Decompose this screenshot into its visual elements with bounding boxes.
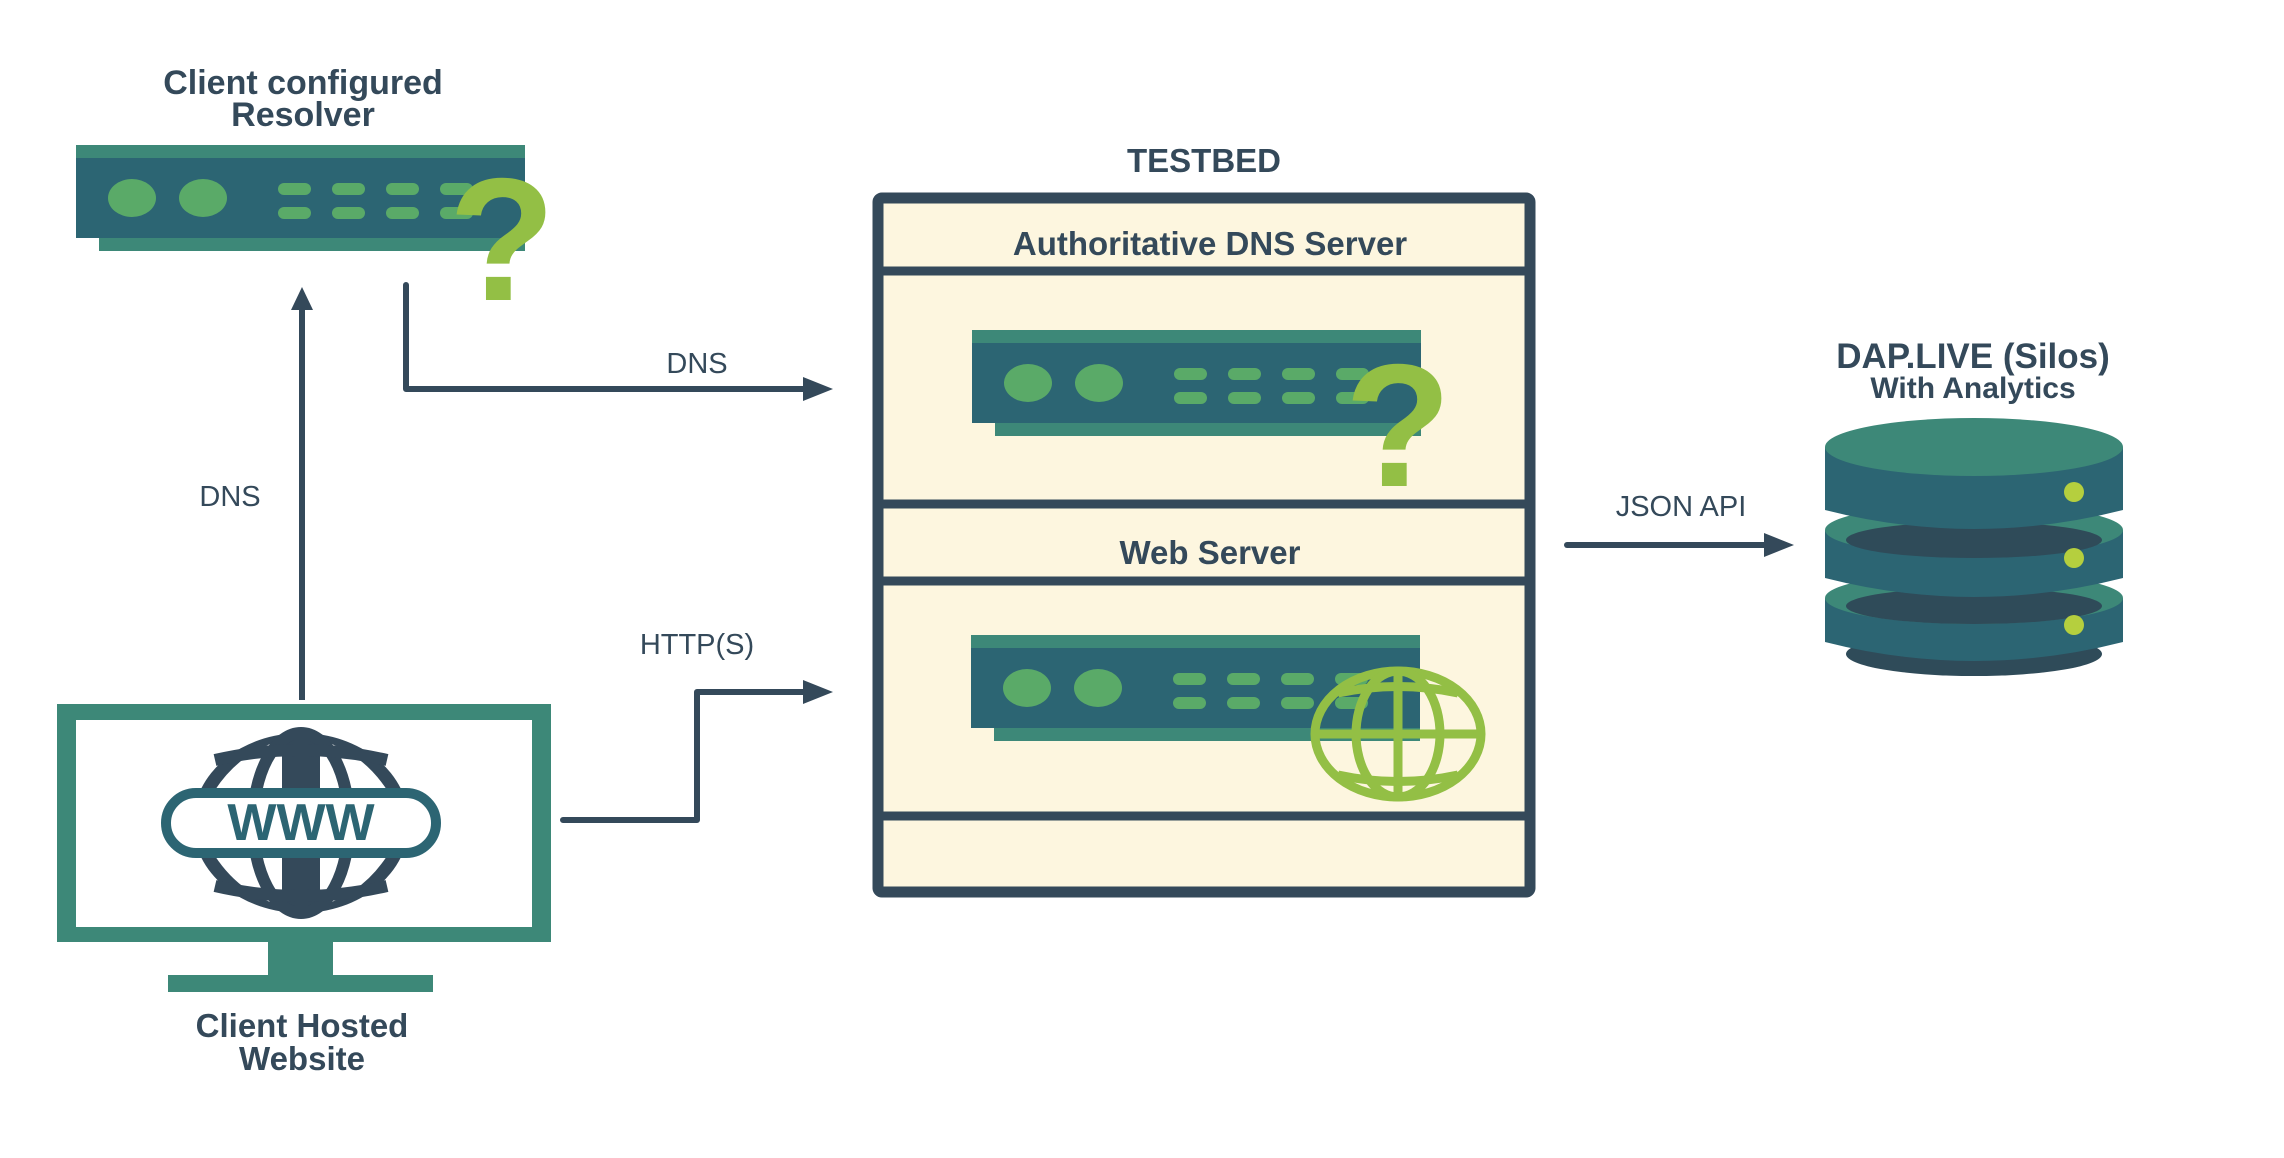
database-icon bbox=[1825, 418, 2123, 676]
connector-label-dns-left: DNS bbox=[199, 481, 260, 513]
datastore-node[interactable]: DAP.LIVE (Silos) With Analytics bbox=[1825, 337, 2123, 676]
datastore-title-line2: With Analytics bbox=[1870, 372, 2075, 405]
resolver-title-line2: Resolver bbox=[231, 96, 375, 134]
connector-resolver-to-authoritative: DNS bbox=[403, 282, 833, 401]
section-label-authoritative-dns: Authoritative DNS Server bbox=[1013, 225, 1407, 262]
client-website-title-line2: Website bbox=[239, 1040, 365, 1077]
status-led bbox=[2064, 615, 2084, 635]
testbed-section-authoritative-dns[interactable]: Authoritative DNS Server ? bbox=[972, 225, 1451, 524]
connector-label-dns-top: DNS bbox=[666, 348, 727, 380]
connector-testbed-to-datastore: JSON API bbox=[1564, 491, 1794, 557]
globe-icon bbox=[1310, 666, 1486, 802]
testbed-title: TESTBED bbox=[1127, 142, 1281, 179]
status-led bbox=[2064, 548, 2084, 568]
client-website-node[interactable]: WWW Client Hosted Website bbox=[57, 704, 551, 1077]
resolver-node[interactable]: Client configured Resolver ? bbox=[76, 64, 555, 338]
www-globe-icon: WWW bbox=[161, 727, 441, 919]
question-mark-icon: ? bbox=[449, 143, 556, 338]
question-mark-icon: ? bbox=[1345, 329, 1452, 524]
www-label: WWW bbox=[227, 794, 375, 852]
testbed-section-web-server[interactable]: Web Server bbox=[971, 534, 1486, 802]
testbed: TESTBED Authoritative DNS Server ? Web S… bbox=[872, 142, 1536, 898]
resolver-title-line1: Client configured bbox=[163, 64, 443, 102]
connector-label-https: HTTP(S) bbox=[640, 629, 754, 661]
connector-website-to-webserver: HTTP(S) bbox=[560, 629, 833, 823]
section-label-web-server: Web Server bbox=[1120, 534, 1301, 571]
connector-label-json-api: JSON API bbox=[1616, 491, 1747, 523]
connector-website-to-resolver: DNS bbox=[199, 287, 313, 700]
status-led bbox=[2064, 482, 2084, 502]
client-website-title-line1: Client Hosted bbox=[196, 1007, 409, 1044]
datastore-title-line1: DAP.LIVE (Silos) bbox=[1836, 337, 2110, 376]
